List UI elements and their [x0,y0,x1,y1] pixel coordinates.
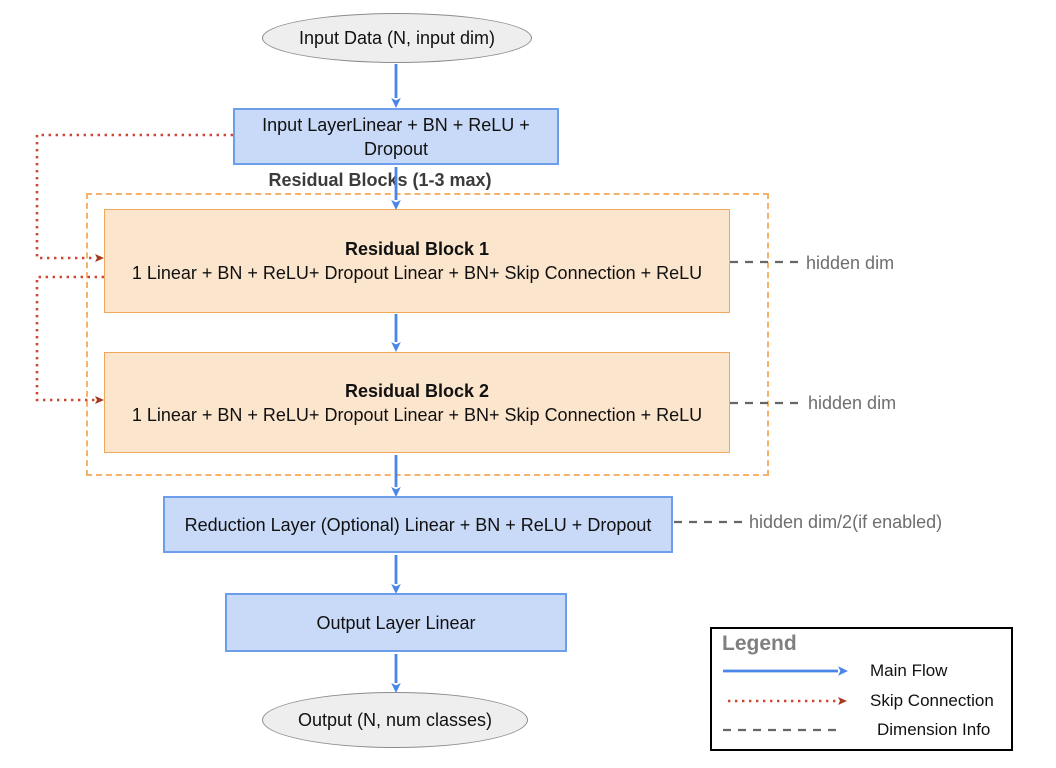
legend-title: Legend [722,632,797,655]
legend-item-main-flow: Main Flow [870,661,948,680]
residual-block-1-title: Residual Block 1 [344,239,490,259]
legend-item-skip-connection: Skip Connection [870,691,994,710]
node-input-layer-line2: Dropout [363,138,429,159]
node-reduction-layer-label: Reduction Layer (Optional) Linear + BN +… [184,514,652,535]
node-residual-block-2: Residual Block 2 1 Linear + BN + ReLU+ D… [104,352,730,453]
residual-group-label: Residual Blocks (1-3 max) [268,170,492,190]
annotation-hidden-dim-2: hidden dim [808,393,897,413]
annotation-reduction-dim: hidden dim/2(if enabled) [749,512,943,532]
annotation-hidden-dim-1: hidden dim [806,253,895,273]
residual-block-1-detail: 1 Linear + BN + ReLU+ Dropout Linear + B… [131,263,703,283]
node-output: Output (N, num classes) [262,692,528,748]
node-output-label: Output (N, num classes) [297,710,493,730]
residual-block-2-title: Residual Block 2 [344,380,490,401]
node-reduction-layer: Reduction Layer (Optional) Linear + BN +… [163,496,673,553]
node-input-layer-line1: Input LayerLinear + BN + ReLU + [262,114,530,135]
residual-block-2-detail: 1 Linear + BN + ReLU+ Dropout Linear + B… [131,404,703,425]
node-input-layer: Input LayerLinear + BN + ReLU + Dropout [233,108,559,165]
node-input-data-label: Input Data (N, input dim) [298,28,496,48]
node-output-layer-label: Output Layer Linear [316,612,476,633]
node-residual-block-1: Residual Block 1 1 Linear + BN + ReLU+ D… [104,209,730,313]
node-input-data: Input Data (N, input dim) [262,13,532,63]
legend-item-dimension-info: Dimension Info [877,720,991,739]
node-output-layer: Output Layer Linear [225,593,567,652]
